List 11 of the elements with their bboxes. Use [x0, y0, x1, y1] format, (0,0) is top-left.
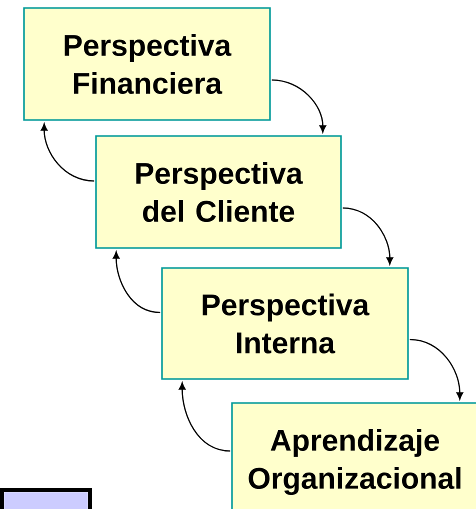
perspective-box: Perspectiva Financiera	[23, 7, 271, 121]
arrow	[178, 382, 230, 452]
arrow	[112, 251, 160, 314]
arrow	[272, 79, 326, 133]
arrow	[342, 207, 394, 265]
perspective-box: Perspectiva del Cliente	[95, 135, 342, 249]
perspective-box: Perspectiva Interna	[161, 267, 409, 380]
panel-box	[0, 488, 92, 509]
arrow	[410, 338, 464, 400]
perspective-box: Aprendizaje Organizacional	[231, 402, 476, 509]
arrow	[40, 123, 94, 182]
